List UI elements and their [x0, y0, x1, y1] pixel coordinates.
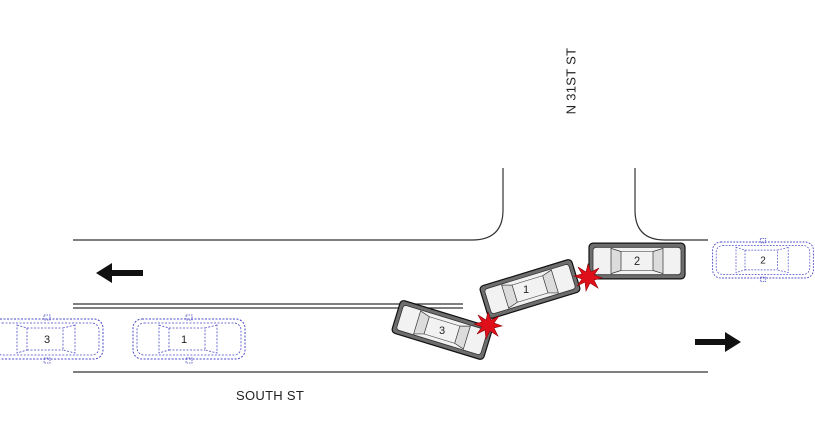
arrow-right-icon [695, 332, 741, 352]
vehicle-2-final: 2 [588, 242, 686, 280]
vehicle-2-final-label: 2 [634, 256, 640, 268]
street-label-n31: N 31ST ST [563, 46, 579, 116]
vehicle-2-initial-label: 2 [760, 256, 766, 267]
vehicle-1-initial: 1 [132, 314, 246, 364]
vehicle-3-final: 3 [390, 299, 494, 361]
vehicle-1-initial-label: 1 [181, 334, 187, 346]
vehicle-2-initial: 2 [712, 237, 814, 283]
north-curb-east [634, 168, 708, 241]
vehicle-3-final-label: 3 [439, 325, 445, 337]
street-label-south: SOUTH ST [236, 388, 305, 403]
vehicle-3-initial-label: 3 [44, 334, 50, 346]
vehicle-1-final: 1 [478, 258, 582, 320]
north-curb-west [73, 168, 504, 241]
street-label-n31-text: N 31ST ST [563, 47, 579, 115]
arrow-left-icon [96, 263, 143, 283]
vehicle-3-initial: 3 [0, 314, 104, 364]
vehicle-1-final-label: 1 [523, 284, 529, 296]
